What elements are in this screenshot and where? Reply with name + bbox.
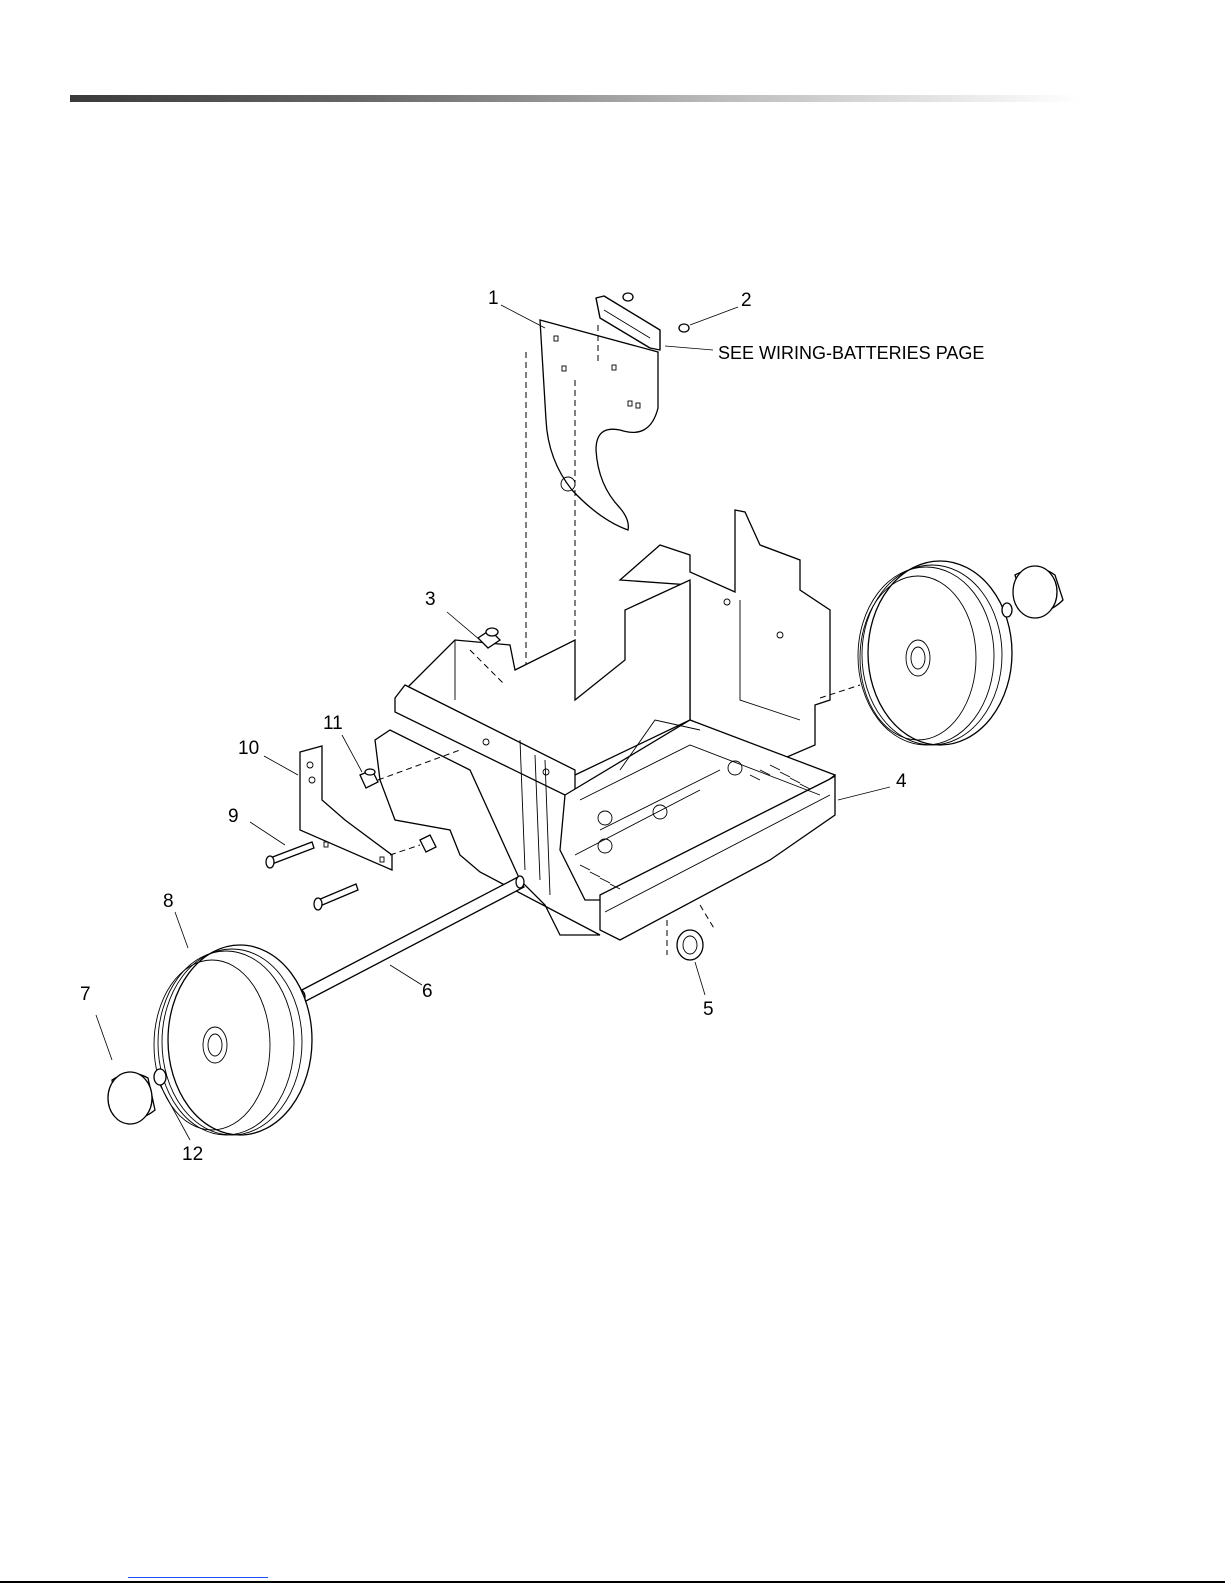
- part-12-clip-ring: [154, 1069, 166, 1085]
- callout-11: 11: [323, 713, 343, 734]
- callout-6: 6: [422, 981, 433, 1002]
- callout-1: 1: [488, 288, 499, 309]
- callout-7: 7: [80, 984, 91, 1005]
- chassis-frame: [375, 510, 835, 940]
- part-1-plate: [540, 320, 658, 530]
- callout-10: 10: [238, 738, 259, 759]
- callout-5: 5: [703, 999, 714, 1020]
- callout-12: 12: [182, 1144, 203, 1165]
- right-wheel: [820, 561, 1012, 745]
- part-7-hubcap: [108, 1072, 155, 1124]
- callout-8: 8: [163, 891, 174, 912]
- footer-rule: [0, 1581, 1225, 1583]
- callout-3: 3: [425, 589, 436, 610]
- callout-4: 4: [896, 771, 907, 792]
- footer-link-underline[interactable]: [128, 1577, 268, 1578]
- callout-9: 9: [228, 806, 239, 827]
- note-see-wiring: SEE WIRING-BATTERIES PAGE: [718, 343, 984, 363]
- callout-2: 2: [741, 290, 752, 311]
- part-8-left-wheel: [154, 945, 312, 1135]
- part-9-bolts: [266, 842, 358, 910]
- right-hubcap: [1002, 566, 1063, 618]
- part-5-caster: [667, 905, 715, 960]
